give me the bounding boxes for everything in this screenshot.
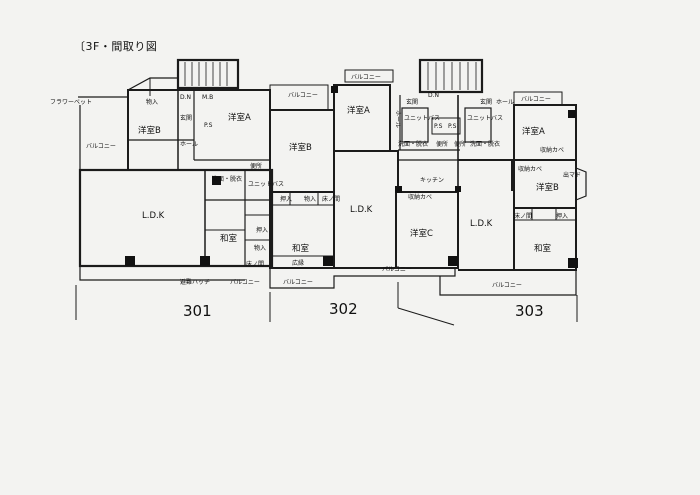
unit-302-number: 302 — [329, 300, 358, 318]
label-toko-2: 床ノ間 — [322, 195, 340, 203]
columns — [125, 86, 578, 268]
room-301-ldk: L.D.K — [142, 211, 165, 221]
dim-line-302-303b — [397, 307, 455, 326]
room-302-youshitsu-b: 洋室B — [289, 142, 312, 153]
label-entrance-1: 玄関 — [180, 114, 192, 122]
label-entrance-2: 玄関 — [406, 98, 418, 106]
label-toko-3: 床ノ間 — [514, 212, 532, 220]
core-bath-302 — [401, 107, 429, 143]
core-bath-303 — [464, 107, 492, 143]
room-labels: 洋室B 洋室A L.D.K 和室 洋室B 洋室A L.D.K 和室 洋室C 洋室… — [138, 105, 559, 254]
label-entrance-3: 玄関 — [480, 98, 492, 106]
room-301-youshitsu-a: 洋室A — [228, 112, 251, 123]
label-oshiire-1: 物入 — [146, 98, 158, 106]
room-301-youshitsu-b: 洋室B — [138, 125, 161, 136]
label-unit-bath-1: ユニットバス — [248, 181, 284, 188]
label-dn-2: D.N — [428, 92, 439, 99]
balcony-303-bottom — [439, 270, 577, 296]
label-hall-1: ホール — [180, 141, 198, 148]
label-toilet-3: 便所 — [454, 140, 466, 148]
balcony-303-top — [513, 91, 563, 106]
balcony-301-w — [79, 105, 245, 281]
label-ps-1: P.S — [204, 122, 213, 129]
label-kitchen: キッチン — [420, 177, 444, 184]
label-toilet-2: 便所 — [436, 140, 448, 148]
label-hinan-hatch: 避難ハッチ — [180, 278, 210, 286]
label-senmen-3: 洗面・脱衣 — [470, 140, 500, 148]
label-oshiire-5: 物入 — [304, 195, 316, 203]
label-unit-bath-3: ユニットバス — [467, 115, 503, 122]
label-senmen-2: 洗面・脱衣 — [398, 140, 428, 148]
room-302-washitsu: 和室 — [292, 243, 310, 254]
room-303-ldk: L.D.K — [470, 219, 493, 229]
label-balcony-302-bottom: バルコニー — [283, 279, 313, 286]
label-hall-3: ホール — [496, 99, 514, 106]
label-oshiire-2: 押入 — [256, 226, 268, 234]
room-302-youshitsu-a: 洋室A — [347, 105, 370, 116]
room-303-youshitsu-a: 洋室A — [522, 126, 545, 137]
label-senmen-1: 洗面・脱衣 — [212, 175, 242, 183]
label-ps-3: P.S — [448, 123, 457, 130]
label-oshiire-6: 押入 — [556, 212, 568, 220]
label-balcony-303-bottom: バルコニー — [492, 282, 522, 289]
label-hiroen: 広縁 — [292, 259, 304, 267]
label-flower-bed: フラワーベット — [50, 99, 92, 106]
label-oshiire-3: 物入 — [254, 244, 266, 252]
balcony-302-top — [269, 84, 329, 111]
label-balcony-303-top: バルコニー — [521, 96, 551, 103]
label-toko-1: 床ノ間 — [246, 260, 264, 268]
label-balcony-302-top: バルコニー — [351, 74, 381, 81]
label-unit-bath-2: ユニットバス — [404, 115, 440, 122]
room-302-ldk: L.D.K — [350, 205, 373, 215]
stair-301 — [176, 58, 240, 90]
stair-303 — [418, 58, 484, 94]
label-mb-1: M.B — [202, 94, 213, 101]
label-demado: 出マド — [563, 171, 581, 179]
label-balcony-302b-bottom: バルコニー — [382, 266, 412, 273]
label-storage-c: 収納カベ — [408, 193, 432, 201]
label-balcony-w: バルコニー — [86, 143, 116, 150]
balcony-302-r — [344, 69, 394, 83]
balcony-flower — [78, 77, 178, 98]
balcony-302-bottom — [269, 266, 456, 289]
room-303-washitsu: 和室 — [534, 243, 552, 254]
unit-302-youshitsu-a — [333, 84, 391, 152]
unit-303-ldk — [458, 159, 515, 271]
room-303-youshitsu-b: 洋室B — [536, 182, 559, 193]
label-oshiire-4: 押入 — [280, 195, 292, 203]
label-toilet-1: 便所 — [250, 162, 262, 170]
unit-303-number: 303 — [515, 302, 544, 320]
room-302-youshitsu-c: 洋室C — [410, 228, 433, 239]
demado — [575, 167, 587, 201]
unit-301-outline — [78, 168, 274, 268]
label-balcony-301-top: バルコニー — [288, 92, 318, 99]
room-301-washitsu: 和室 — [220, 233, 238, 244]
label-balcony-301-bottom: バルコニー — [230, 279, 260, 286]
unit-301-number: 301 — [183, 302, 212, 320]
label-hall-2: ホール — [394, 110, 401, 128]
small-labels: フラワーベット バルコニー バルコニー バルコニー バルコニー バルコニー バル… — [50, 74, 581, 289]
label-dn-1: D.N — [180, 94, 191, 101]
unit-302-washitsu — [269, 191, 335, 269]
label-storage-a: 収納カベ — [540, 146, 564, 154]
core-ps — [431, 117, 461, 135]
label-storage-b: 収納カベ — [518, 165, 542, 173]
unit-303-washitsu — [513, 207, 577, 271]
floor-title: 〔3F・間取り図 — [74, 40, 158, 53]
label-ps-2: P.S — [434, 123, 443, 130]
unit-numbers: 301 302 303 — [183, 300, 544, 320]
